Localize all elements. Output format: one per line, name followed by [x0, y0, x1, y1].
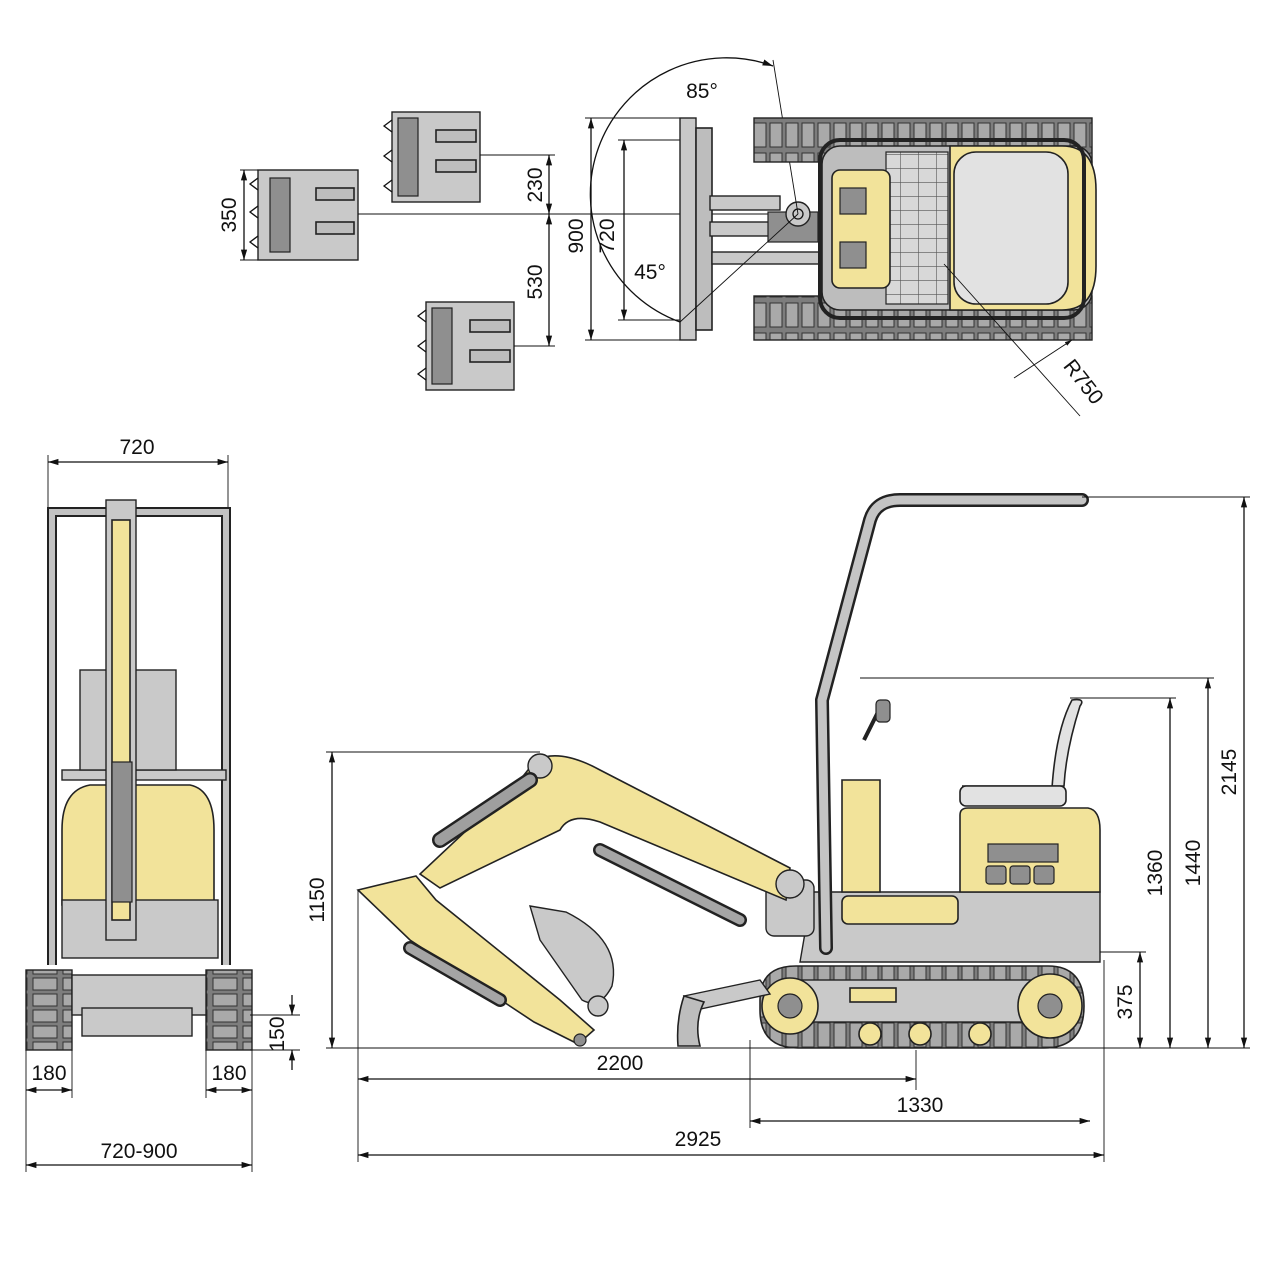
- label-2200: 2200: [597, 1052, 644, 1075]
- dim-375: 375: [1114, 952, 1144, 1048]
- track-front-right: [205, 969, 253, 1051]
- label-720-front: 720: [119, 436, 154, 459]
- dim-1440: 1440: [1182, 678, 1212, 1048]
- control-tower: [841, 779, 881, 893]
- dim-1330: 1330: [750, 1094, 1090, 1125]
- floor-grid: [885, 151, 949, 305]
- dim-1150: 1150: [306, 751, 540, 1048]
- label-85: 85°: [686, 80, 718, 103]
- dim-720-front: 720: [47, 436, 229, 510]
- label-1440: 1440: [1182, 840, 1205, 887]
- label-2925: 2925: [675, 1128, 722, 1151]
- label-720-900: 720-900: [100, 1140, 177, 1163]
- dim-900: 900: [565, 117, 680, 341]
- track-front-left: [25, 969, 73, 1051]
- label-720-top: 720: [596, 218, 619, 253]
- front-view: 720 150 180 1: [25, 436, 300, 1172]
- label-180-right: 180: [211, 1062, 246, 1085]
- dim-720-top: 720: [596, 139, 680, 321]
- top-view: 350 230 530 900 720: [218, 57, 1108, 417]
- label-230: 230: [524, 167, 547, 202]
- seat-top: [953, 151, 1069, 305]
- label-1360: 1360: [1144, 850, 1167, 897]
- label-1330: 1330: [897, 1094, 944, 1117]
- label-150: 150: [266, 1016, 289, 1051]
- blade-front: [81, 1007, 193, 1037]
- dim-150: 150: [250, 995, 300, 1070]
- dim-1360: 1360: [1144, 698, 1174, 1048]
- seat-side: [961, 698, 1083, 789]
- label-180-left: 180: [31, 1062, 66, 1085]
- dim-230-530: 230 530: [524, 155, 553, 346]
- boom-top: [709, 195, 781, 211]
- label-375: 375: [1114, 984, 1137, 1019]
- label-1150: 1150: [306, 877, 329, 922]
- bucket-upper-position: [382, 111, 481, 203]
- dozer-blade-top: [679, 117, 697, 341]
- bucket-left-position: [248, 169, 359, 261]
- swing-arc-85: [589, 57, 774, 323]
- label-900: 900: [565, 218, 588, 253]
- bucket-lower-position: [416, 301, 515, 391]
- blade-side: [676, 995, 706, 1047]
- label-45: 45°: [634, 261, 666, 284]
- side-view: 1150 2145 1440 1360 375 2200: [306, 493, 1250, 1162]
- bucket-side: [529, 905, 615, 1004]
- label-530: 530: [524, 264, 547, 299]
- boom-side: [418, 754, 791, 902]
- dim-2925: 2925: [358, 1128, 1104, 1159]
- dim-2145: 2145: [1218, 497, 1248, 1048]
- label-350: 350: [218, 197, 241, 232]
- dim-350: 350: [218, 169, 258, 261]
- dim-2200: 2200: [358, 1052, 916, 1083]
- label-2145: 2145: [1218, 749, 1241, 796]
- engine-body-front: [61, 784, 215, 906]
